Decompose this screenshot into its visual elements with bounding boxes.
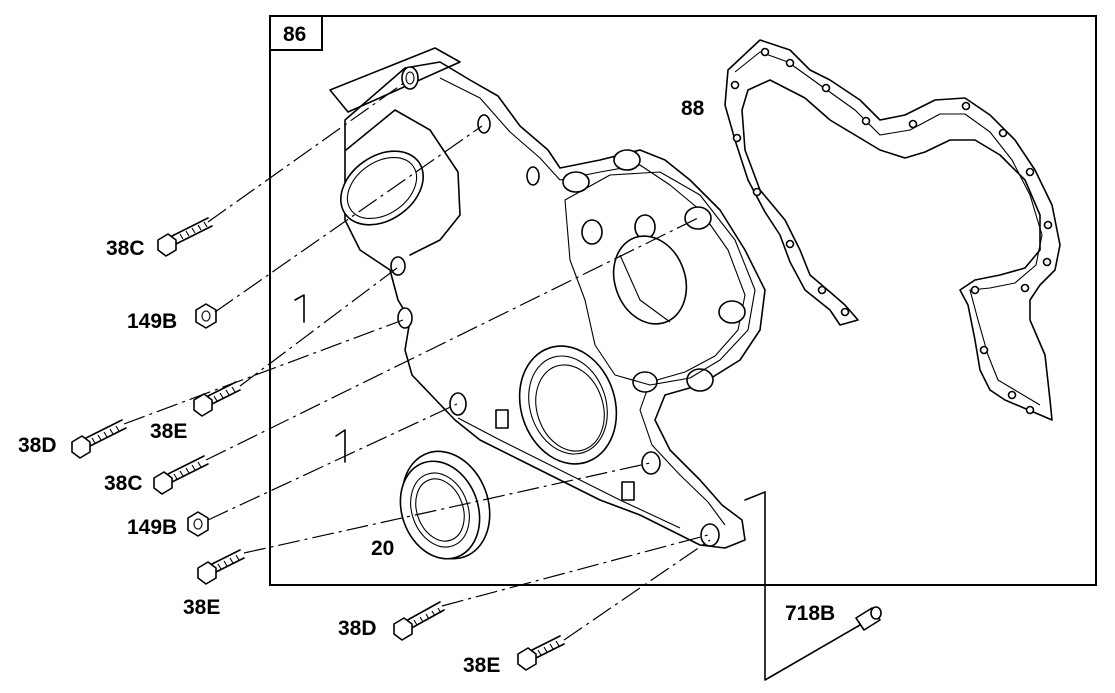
bolt-38c-top: [157, 217, 213, 257]
assembly-frame: [269, 15, 1097, 586]
frame-label: 86: [283, 23, 306, 46]
bolt-38d-bottom: [393, 601, 445, 641]
label-20: 20: [371, 537, 394, 560]
label-38e-left: 38E: [183, 596, 220, 619]
label-149b-top: 149B: [127, 310, 177, 333]
label-38c-top: 38C: [106, 237, 145, 260]
label-38c-low: 38C: [104, 472, 143, 495]
label-88: 88: [681, 97, 705, 120]
label-38d-bottom: 38D: [338, 617, 377, 640]
leader-lines: [123, 79, 861, 681]
frame-label-box: [269, 15, 323, 51]
label-38e-mid: 38E: [150, 420, 187, 443]
label-149b-low: 149B: [127, 516, 177, 539]
bolt-38e-left: [197, 549, 245, 585]
timing-cover: [329, 47, 766, 549]
part-labels: 88 20 38C 149B 38D 38E 38C 149B 38E 38D …: [18, 97, 835, 677]
nut-149b-top: [195, 303, 217, 329]
nut-149b-low: [187, 511, 209, 537]
label-718b: 718B: [785, 602, 835, 625]
bolt-38c-low: [153, 455, 209, 495]
label-38e-bottom: 38E: [463, 654, 500, 677]
crankshaft-oil-seal: [399, 450, 491, 560]
dowel-718b: [855, 606, 882, 631]
bolt-38d-left: [71, 419, 127, 459]
label-38d-left: 38D: [18, 434, 57, 457]
cover-gasket: [724, 39, 1061, 421]
bolt-38e-bottom: [517, 635, 565, 671]
bolt-38e-mid: [193, 381, 241, 417]
